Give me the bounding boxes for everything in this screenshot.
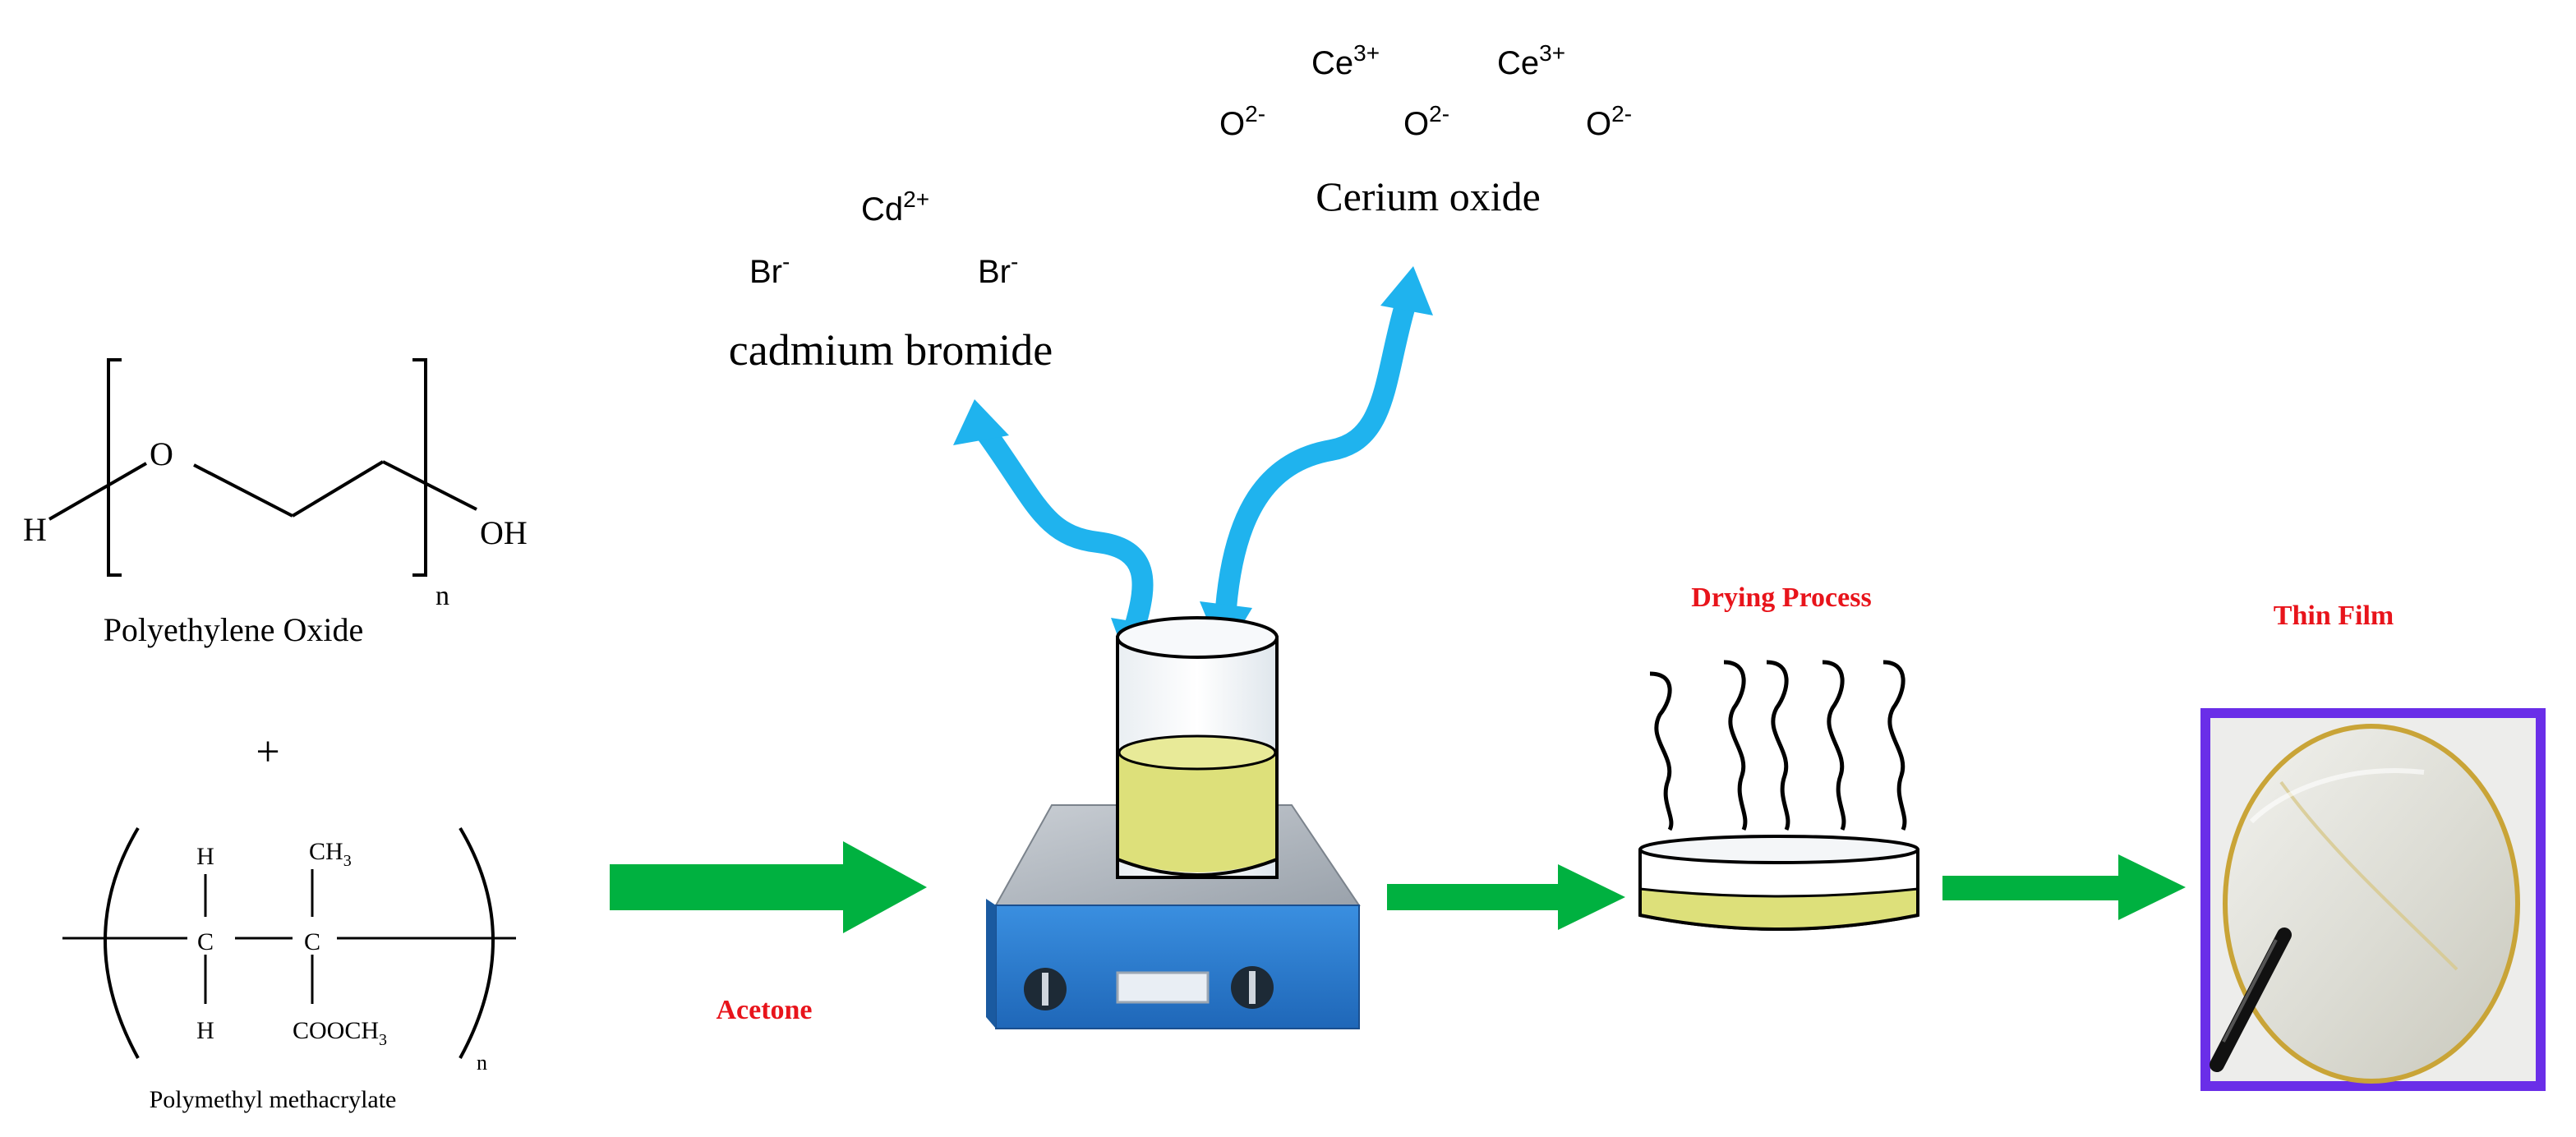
pmma-h-bottom: H xyxy=(196,1017,214,1044)
pmma-right-paren xyxy=(459,826,495,1059)
cdbr2-name: cadmium bromide xyxy=(729,325,1053,375)
pmma-c-left: C xyxy=(197,928,214,955)
solution xyxy=(1119,753,1275,872)
peo-name: Polyethylene Oxide xyxy=(104,611,364,648)
pmma-name: Polymethyl methacrylate xyxy=(150,1086,397,1113)
curved-arrow-ceo2 xyxy=(1200,266,1433,657)
ceo2-group: Ce3+ Ce3+ O2- O2- O2- Cerium oxide xyxy=(1219,40,1632,219)
flow-arrow-acetone xyxy=(610,841,927,933)
o-ion-1: O2- xyxy=(1219,101,1265,142)
heat-wave-icon xyxy=(1649,660,1907,831)
thin-film xyxy=(2223,724,2520,1084)
flow-arrow-drying xyxy=(1387,864,1625,930)
o-ion-3: O2- xyxy=(1586,101,1632,142)
step-label-drying: Drying Process xyxy=(1691,582,1871,613)
ce-ion-2: Ce3+ xyxy=(1497,40,1565,81)
br-ion-2: Br- xyxy=(978,249,1018,290)
plus-sign: + xyxy=(256,729,279,776)
arrowhead xyxy=(953,399,1009,445)
pmma-structure: H C C H CH3 COOCH3 n Polymethyl methacry… xyxy=(62,826,516,1113)
pmma-cooch3: COOCH3 xyxy=(293,1017,387,1049)
ceo2-name: Cerium oxide xyxy=(1316,173,1541,219)
step-label-thin-film: Thin Film xyxy=(2274,601,2394,631)
cdbr2-group: Cd2+ Br- Br- cadmium bromide xyxy=(729,186,1053,375)
step-label-acetone: Acetone xyxy=(716,995,812,1025)
pmma-n-subscript: n xyxy=(477,1051,487,1075)
flow-arrow-thin-film xyxy=(1942,854,2186,920)
stirrer-display xyxy=(1116,971,1210,1004)
peo-n-subscript: n xyxy=(435,581,449,611)
thin-film-photo xyxy=(2200,708,2546,1091)
beaker-icon xyxy=(1116,616,1279,879)
peo-bond xyxy=(382,460,477,511)
pmma-ch3: CH3 xyxy=(309,838,352,870)
pmma-c-right: C xyxy=(304,928,320,955)
peo-oh-label: OH xyxy=(480,514,528,551)
petri-dish-icon xyxy=(1638,835,1919,931)
cd-ion: Cd2+ xyxy=(861,186,929,228)
br-ion-1: Br- xyxy=(749,249,790,290)
peo-h-label: H xyxy=(23,511,47,548)
pmma-left-paren xyxy=(104,826,140,1059)
peo-bond xyxy=(193,463,293,518)
arrowhead xyxy=(1380,266,1433,315)
peo-left-bracket xyxy=(107,358,122,577)
peo-bond xyxy=(291,460,385,518)
o-ion-2: O2- xyxy=(1403,101,1449,142)
tweezers-icon xyxy=(2210,928,2292,1072)
ce-ion-1: Ce3+ xyxy=(1311,40,1380,81)
peo-bond xyxy=(48,462,147,521)
pmma-h-top: H xyxy=(196,843,214,870)
peo-structure: H O OH n Polyethylene Oxide xyxy=(23,358,528,648)
peo-o-label: O xyxy=(150,435,173,472)
peo-right-bracket xyxy=(412,358,427,577)
